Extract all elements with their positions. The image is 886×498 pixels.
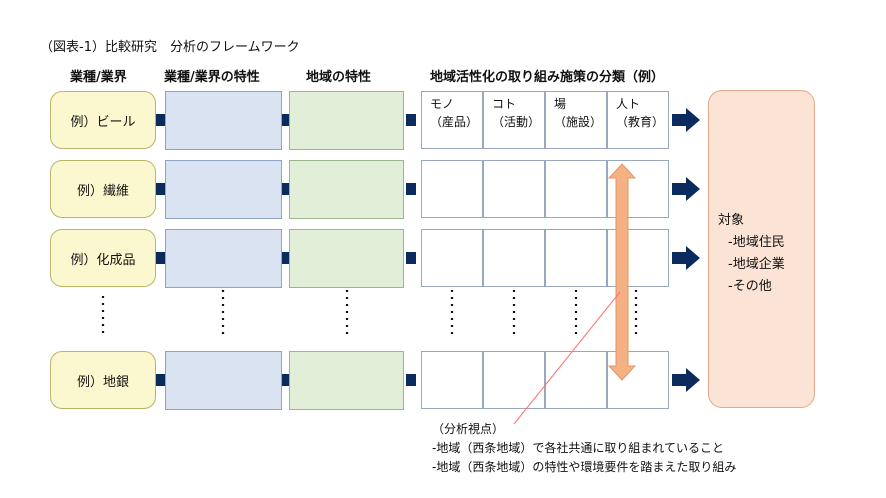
connector — [282, 252, 292, 264]
right-arrow-icon — [672, 108, 700, 132]
region-traits-box — [289, 351, 404, 410]
category-cell — [483, 351, 545, 409]
category-goods: モノ （産品） — [421, 91, 483, 149]
target-title: 対象 — [718, 213, 745, 228]
double-arrow-icon — [607, 163, 637, 381]
right-arrow-icon — [672, 368, 700, 392]
connector — [406, 183, 416, 195]
category-cell — [421, 160, 483, 218]
category-facility: 場 （施設） — [545, 91, 607, 149]
connector — [406, 374, 416, 386]
industry-traits-box — [165, 229, 282, 288]
connector — [156, 183, 166, 195]
row-label-chemicals: 例）化成品 — [50, 229, 156, 287]
connector — [406, 114, 416, 126]
industry-traits-box — [165, 91, 282, 150]
category-label: モノ — [430, 97, 455, 111]
analysis-note: （分析視点） -地域（西条地域）で各社共通に取り組まれていること -地域（西条地… — [432, 420, 736, 477]
connector — [282, 183, 292, 195]
header-industry-traits: 業種/業界の特性 — [164, 70, 260, 85]
row-label-beer: 例）ビール — [50, 91, 156, 149]
header-classification: 地域活性化の取り組み施策の分類（例） — [430, 70, 665, 85]
analysis-title: （分析視点） — [432, 422, 505, 436]
target-text: 対象 -地域住民 -地域企業 -その他 — [718, 210, 785, 298]
region-traits-box — [289, 91, 404, 150]
header-industry: 業種/業界 — [70, 70, 127, 85]
category-sublabel: （産品） — [430, 115, 479, 129]
category-label: 場 — [554, 97, 567, 111]
figure-caption: （図表-1）比較研究 分析のフレームワーク — [40, 40, 300, 55]
connector — [156, 252, 166, 264]
header-region-traits: 地域の特性 — [306, 70, 372, 85]
category-cell — [421, 229, 483, 287]
callout-line — [513, 291, 621, 425]
row-label-regional-bank: 例）地銀 — [50, 351, 156, 409]
category-sublabel: （活動） — [492, 115, 541, 129]
category-label: コト — [492, 97, 517, 111]
target-item: -その他 — [728, 279, 772, 294]
connector — [282, 114, 292, 126]
category-cell — [545, 160, 607, 218]
connector — [282, 374, 292, 386]
category-cell — [483, 229, 545, 287]
connector — [156, 374, 166, 386]
target-box — [708, 90, 815, 408]
category-cell — [421, 351, 483, 409]
category-cell — [483, 160, 545, 218]
target-item: -地域住民 — [728, 235, 785, 250]
analysis-line: -地域（西条地域）で各社共通に取り組まれていること — [432, 441, 724, 455]
category-cell — [545, 229, 607, 287]
industry-traits-box — [165, 351, 282, 410]
continuation-dots — [101, 290, 638, 338]
right-arrow-icon — [672, 177, 700, 201]
row-label-textile: 例）繊維 — [50, 160, 156, 218]
category-sublabel: （施設） — [554, 115, 603, 129]
region-traits-box — [289, 160, 404, 219]
category-education: 人ト （教育） — [607, 91, 669, 149]
category-sublabel: （教育） — [616, 115, 665, 129]
connector — [156, 114, 166, 126]
industry-traits-box — [165, 160, 282, 219]
target-item: -地域企業 — [728, 257, 785, 272]
category-activity: コト （活動） — [483, 91, 545, 149]
category-label: 人ト — [616, 97, 641, 111]
region-traits-box — [289, 229, 404, 288]
connector — [406, 252, 416, 264]
category-cell — [545, 351, 607, 409]
right-arrow-icon — [672, 246, 700, 270]
analysis-line: -地域（西条地域）の特性や環境要件を踏まえた取り組み — [432, 460, 737, 474]
